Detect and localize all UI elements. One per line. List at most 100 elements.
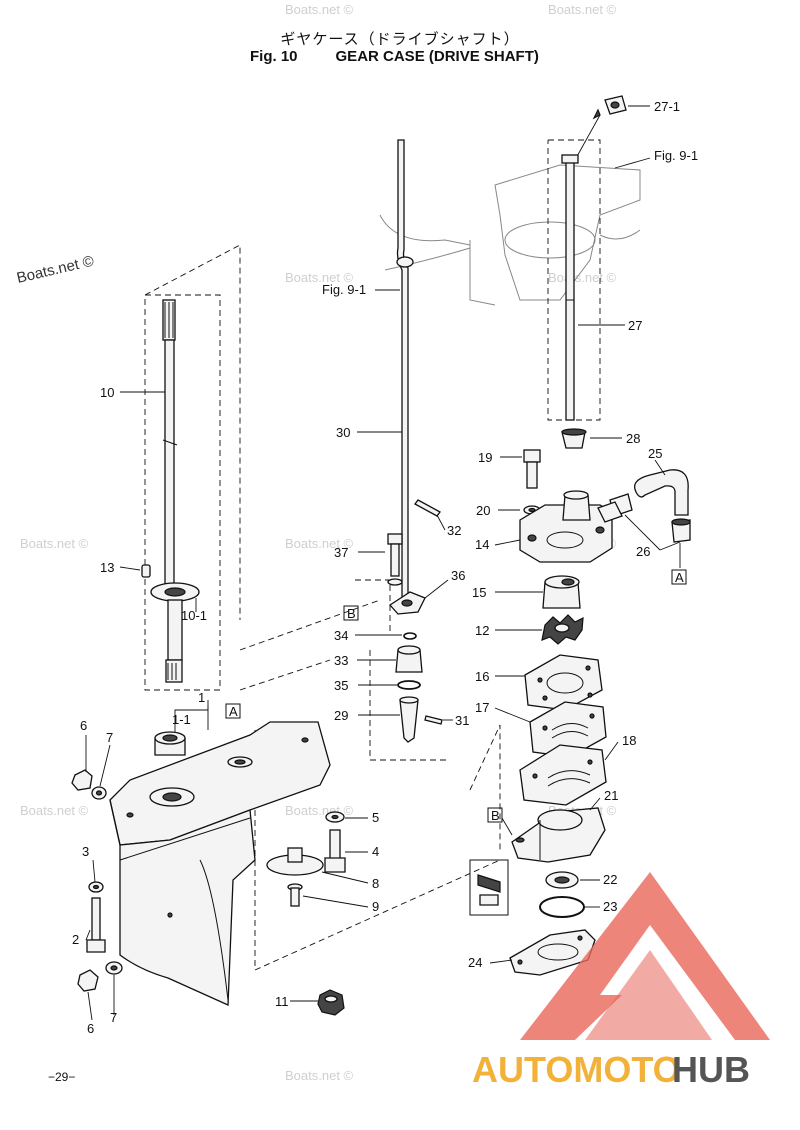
hose-25 — [633, 469, 689, 516]
plate-8 — [266, 847, 324, 876]
callout: 30 — [336, 425, 350, 440]
grommet-27-1 — [574, 95, 627, 161]
callout: 20 — [476, 503, 490, 518]
watermark-text: Boats.net © — [285, 270, 354, 285]
o-ring-34 — [403, 632, 417, 640]
pump-base-21 — [511, 807, 606, 863]
callout: 14 — [475, 537, 489, 552]
callout: 8 — [372, 876, 379, 891]
title-japanese: ギヤケース（ドライブシャフト） — [280, 30, 520, 48]
watermark-text: Boats.net © — [20, 536, 89, 551]
nut-6-lower — [77, 969, 99, 992]
callout: 27-1 — [654, 99, 680, 114]
watermark-text: Boats.net © — [20, 803, 89, 818]
shift-cam-29 — [399, 696, 419, 743]
callout: 12 — [475, 623, 489, 638]
callout: 18 — [622, 733, 636, 748]
watermark-text: Boats.net © — [548, 270, 617, 285]
gasket-16 — [524, 654, 603, 711]
callout: 31 — [455, 713, 469, 728]
callout: 17 — [475, 700, 489, 715]
figure-caption: GEAR CASE (DRIVE SHAFT) — [335, 48, 539, 65]
bolt-19 — [523, 449, 541, 489]
watermark-main: Boats.net © — [15, 253, 95, 287]
bolt-4 — [324, 829, 346, 873]
oil-seal-22 — [469, 859, 579, 916]
callout: 19 — [478, 450, 492, 465]
shift-rod-30 — [396, 139, 414, 601]
callout: 2 — [72, 932, 79, 947]
plate-17 — [529, 701, 607, 758]
bearing-1-1 — [154, 731, 186, 756]
callout: 6 — [80, 718, 87, 733]
callout: 7 — [106, 730, 113, 745]
logo-text-left: AUTOMOTO — [472, 1049, 681, 1090]
callout: 6 — [87, 1021, 94, 1036]
callout: 24 — [468, 955, 482, 970]
water-tube-27 — [561, 154, 579, 421]
callout: 9 — [372, 899, 379, 914]
callout: 26 — [636, 544, 650, 559]
callout: B — [347, 606, 356, 621]
callout: 1 — [198, 690, 205, 705]
callout: 3 — [82, 844, 89, 859]
callout: 29 — [334, 708, 348, 723]
callout: 21 — [604, 788, 618, 803]
gasket-18 — [519, 744, 607, 806]
callout: 1-1 — [172, 712, 191, 727]
watermark-text: Boats.net © — [285, 536, 354, 551]
callout: A — [675, 570, 684, 585]
washer-3 — [88, 881, 104, 893]
watermark-text: Boats.net © — [548, 2, 617, 17]
bolt-2 — [86, 897, 106, 953]
callout: B — [491, 808, 500, 823]
bushing-33 — [395, 645, 423, 673]
impeller-12 — [541, 614, 584, 645]
logo-text-right: HUB — [672, 1049, 750, 1090]
washer-7-lower — [105, 961, 123, 975]
seal-28 — [561, 428, 587, 449]
washer-5 — [325, 811, 345, 823]
pinion-gear-11 — [317, 989, 345, 1016]
o-ring-23 — [539, 896, 585, 918]
callout: 13 — [100, 560, 114, 575]
washer-7-upper — [91, 786, 107, 800]
watermark-text: Boats.net © — [285, 2, 354, 17]
callout: 4 — [372, 844, 379, 859]
key-13 — [141, 564, 151, 578]
pin-32 — [414, 499, 441, 517]
callout: 35 — [334, 678, 348, 693]
callout: 10-1 — [181, 608, 207, 623]
watermark-text: Boats.net © — [285, 1068, 354, 1083]
callout: 36 — [451, 568, 465, 583]
bolt-37 — [387, 533, 403, 586]
upper-housing-ghost — [379, 164, 641, 306]
callout: 7 — [110, 1010, 117, 1025]
figure-number: Fig. 10 — [250, 48, 298, 65]
nut-6-upper — [71, 769, 93, 791]
callout: 34 — [334, 628, 348, 643]
gear-case-1 — [109, 721, 331, 1006]
plate-36 — [389, 591, 426, 615]
callout: 32 — [447, 523, 461, 538]
page-number: −29− — [48, 1070, 76, 1084]
figure-title: Fig. 10 GEAR CASE (DRIVE SHAFT) — [250, 48, 577, 65]
callout: 11 — [275, 994, 289, 1009]
callout: A — [229, 704, 238, 719]
o-ring-35 — [397, 680, 421, 690]
automotohub-logo: AUTOMOTO HUB — [472, 872, 770, 1090]
callout: 37 — [334, 545, 348, 560]
pump-housing-14 — [519, 490, 623, 563]
leader-lines — [85, 105, 681, 1021]
callout: 16 — [475, 669, 489, 684]
callout: 5 — [372, 810, 379, 825]
pin-31 — [424, 715, 443, 725]
callout: 15 — [472, 585, 486, 600]
callout: 22 — [603, 872, 617, 887]
callout: 23 — [603, 899, 617, 914]
callout: 27 — [628, 318, 642, 333]
cartridge-15 — [542, 575, 581, 609]
callout: Fig. 9-1 — [654, 148, 698, 163]
